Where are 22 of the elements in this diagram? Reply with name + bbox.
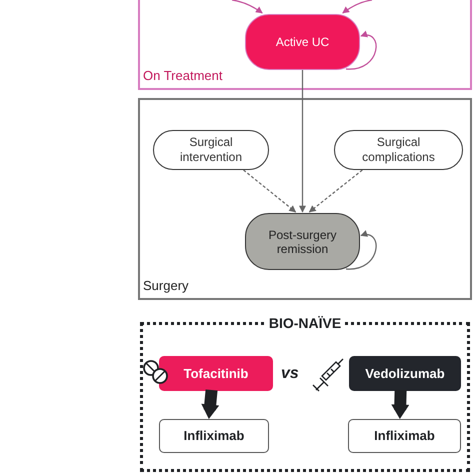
arrow xyxy=(232,0,263,14)
state-pill: Active UC xyxy=(245,14,360,70)
block-arrow xyxy=(201,389,220,419)
panel-label: On Treatment xyxy=(143,66,222,84)
comparison-label: vs xyxy=(281,364,299,384)
surgery-panel xyxy=(138,98,472,300)
state-pill: Surgical complications xyxy=(334,130,463,170)
state-pill: Post-surgery remission xyxy=(245,213,360,270)
drug-box: Vedolizumab xyxy=(349,356,461,391)
on-treatment-panel xyxy=(138,0,472,90)
block-arrow xyxy=(391,390,410,419)
arrow xyxy=(342,0,372,14)
arrow xyxy=(308,170,363,212)
state-pill: Surgical intervention xyxy=(153,130,269,170)
drug-box: Infliximab xyxy=(348,419,461,453)
arrow xyxy=(346,230,377,270)
drug-box: Infliximab xyxy=(159,419,269,453)
drug-box: Tofacitinib xyxy=(159,356,273,391)
arrow xyxy=(346,31,377,70)
arrow xyxy=(243,170,296,212)
arrow xyxy=(299,70,306,213)
panel-label: Surgery xyxy=(143,276,189,295)
